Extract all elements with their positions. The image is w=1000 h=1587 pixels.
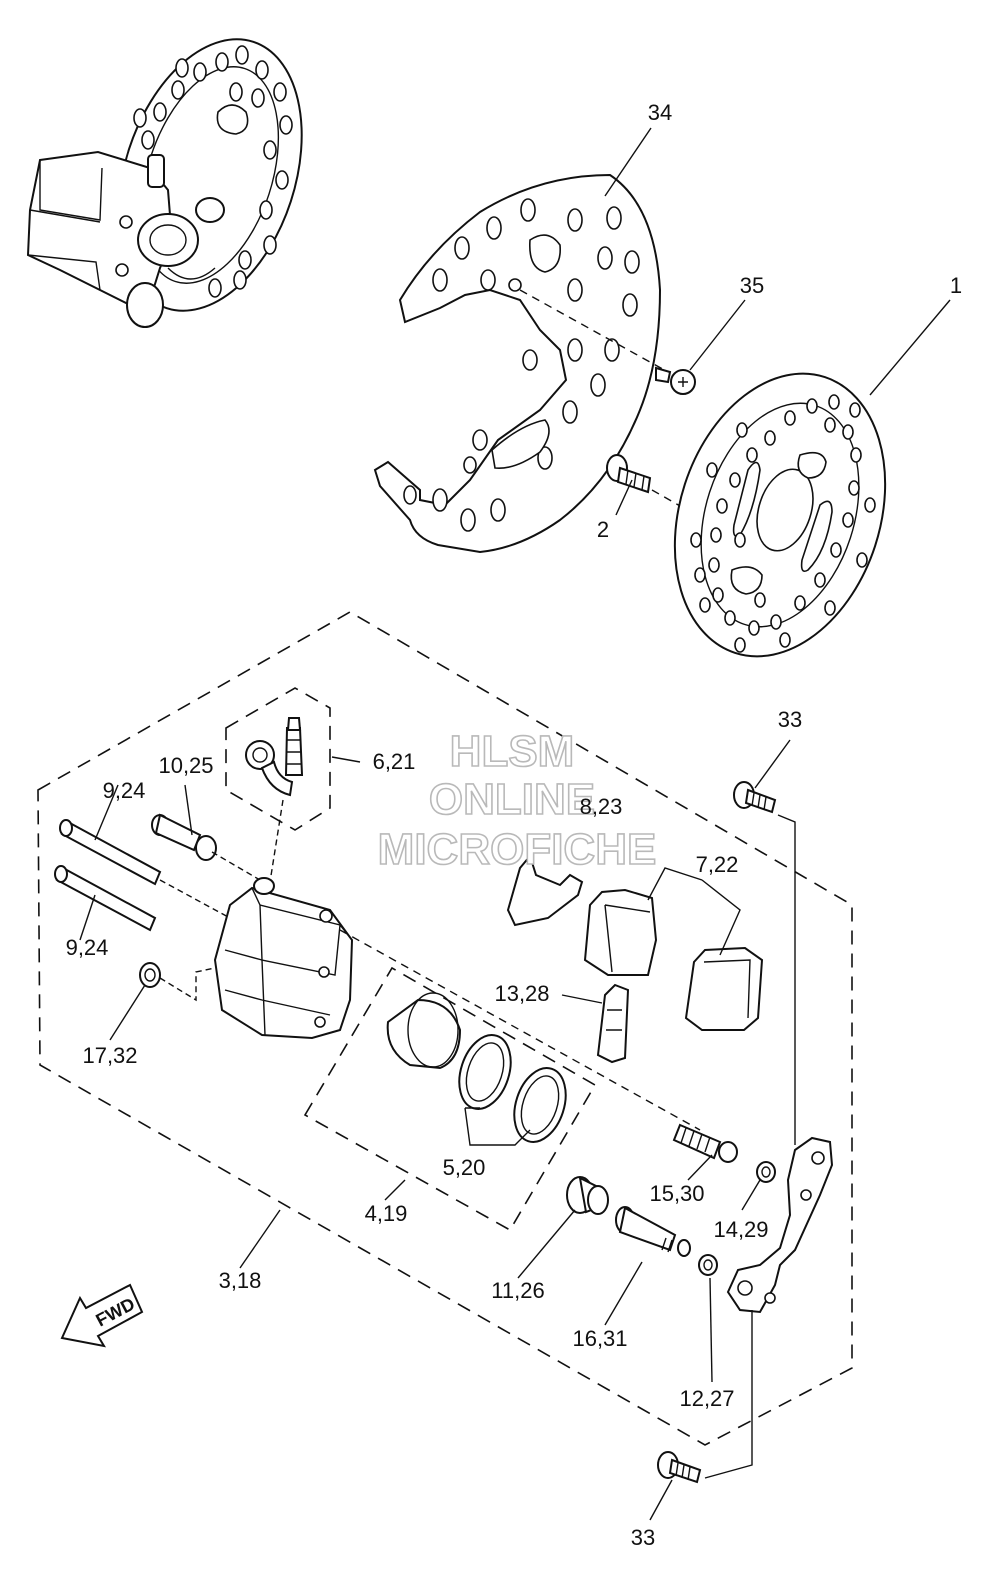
bolt-part-10-25 bbox=[151, 813, 261, 881]
pad-spring-part-8-23 bbox=[506, 853, 584, 927]
label-12-27: 12,27 bbox=[679, 1386, 734, 1411]
piston-group-boundary bbox=[303, 966, 597, 1232]
disc-guard-part-34 bbox=[373, 173, 662, 554]
label-2: 2 bbox=[597, 517, 609, 542]
label-5-20: 5,20 bbox=[443, 1155, 486, 1180]
piston-part-4-19 bbox=[386, 992, 462, 1070]
bolt-part-33-upper bbox=[733, 781, 796, 1145]
label-9-24-upper: 9,24 bbox=[103, 778, 146, 803]
part-labels: 34 35 1 2 33 6,21 10,25 9,24 8,23 7,22 9… bbox=[66, 100, 963, 1550]
label-17-32: 17,32 bbox=[82, 1043, 137, 1068]
washer-part-14-29 bbox=[756, 1161, 776, 1183]
label-11-26: 11,26 bbox=[491, 1278, 544, 1303]
brake-pad-part-7-22-a bbox=[583, 888, 658, 976]
label-10-25: 10,25 bbox=[158, 753, 213, 778]
shim-part-13-28 bbox=[596, 983, 630, 1064]
label-33-bottom: 33 bbox=[631, 1525, 655, 1550]
bolt-part-2 bbox=[606, 454, 741, 541]
label-14-29: 14,29 bbox=[713, 1217, 768, 1242]
label-1: 1 bbox=[950, 273, 962, 298]
label-13-28: 13,28 bbox=[494, 981, 549, 1006]
washer-part-12-27 bbox=[698, 1254, 718, 1276]
brake-disc-part-1 bbox=[673, 372, 887, 658]
caliper-assembly-boundary bbox=[37, 611, 853, 1446]
label-7-22: 7,22 bbox=[696, 852, 739, 877]
brake-pad-part-7-22-b bbox=[684, 946, 764, 1031]
label-8-23: 8,23 bbox=[580, 794, 623, 819]
leader-lines bbox=[79, 127, 951, 1521]
caliper-bracket bbox=[726, 1136, 834, 1314]
fwd-arrow-icon: FWD bbox=[60, 1283, 144, 1348]
bolt-part-15-30 bbox=[672, 1123, 738, 1163]
label-4-19: 4,19 bbox=[365, 1201, 408, 1226]
pin-part-16-31 bbox=[615, 1206, 691, 1257]
watermark-line-3: MICROFICHE bbox=[378, 825, 657, 874]
bleed-screw-group-boundary bbox=[225, 687, 331, 831]
assembled-brake-illustration bbox=[26, 38, 303, 328]
watermark-line-2: ONLINE bbox=[429, 775, 595, 824]
pin-part-9-24-upper bbox=[59, 819, 231, 919]
label-34: 34 bbox=[648, 100, 672, 125]
bleed-screw-part-6-21 bbox=[245, 717, 304, 883]
watermark-line-1: HLSM bbox=[450, 727, 575, 776]
label-35: 35 bbox=[740, 273, 764, 298]
label-16-31: 16,31 bbox=[572, 1326, 627, 1351]
caliper-body bbox=[213, 877, 701, 1131]
seal-part-5-20-b bbox=[513, 1067, 567, 1143]
bolt-part-33-lower bbox=[657, 1310, 753, 1484]
label-15-30: 15,30 bbox=[649, 1181, 704, 1206]
watermark: HLSM ONLINE MICROFICHE bbox=[377, 726, 657, 875]
label-3-18: 3,18 bbox=[219, 1268, 262, 1293]
label-33-top: 33 bbox=[778, 707, 802, 732]
label-6-21: 6,21 bbox=[373, 749, 416, 774]
screw-part-35 bbox=[519, 289, 696, 395]
pin-part-9-24-lower bbox=[54, 865, 157, 932]
cap-part-17-32 bbox=[139, 962, 216, 1002]
boot-part-11-26 bbox=[566, 1176, 609, 1215]
label-9-24-lower: 9,24 bbox=[66, 935, 109, 960]
seal-part-5-20-a bbox=[458, 1034, 512, 1110]
